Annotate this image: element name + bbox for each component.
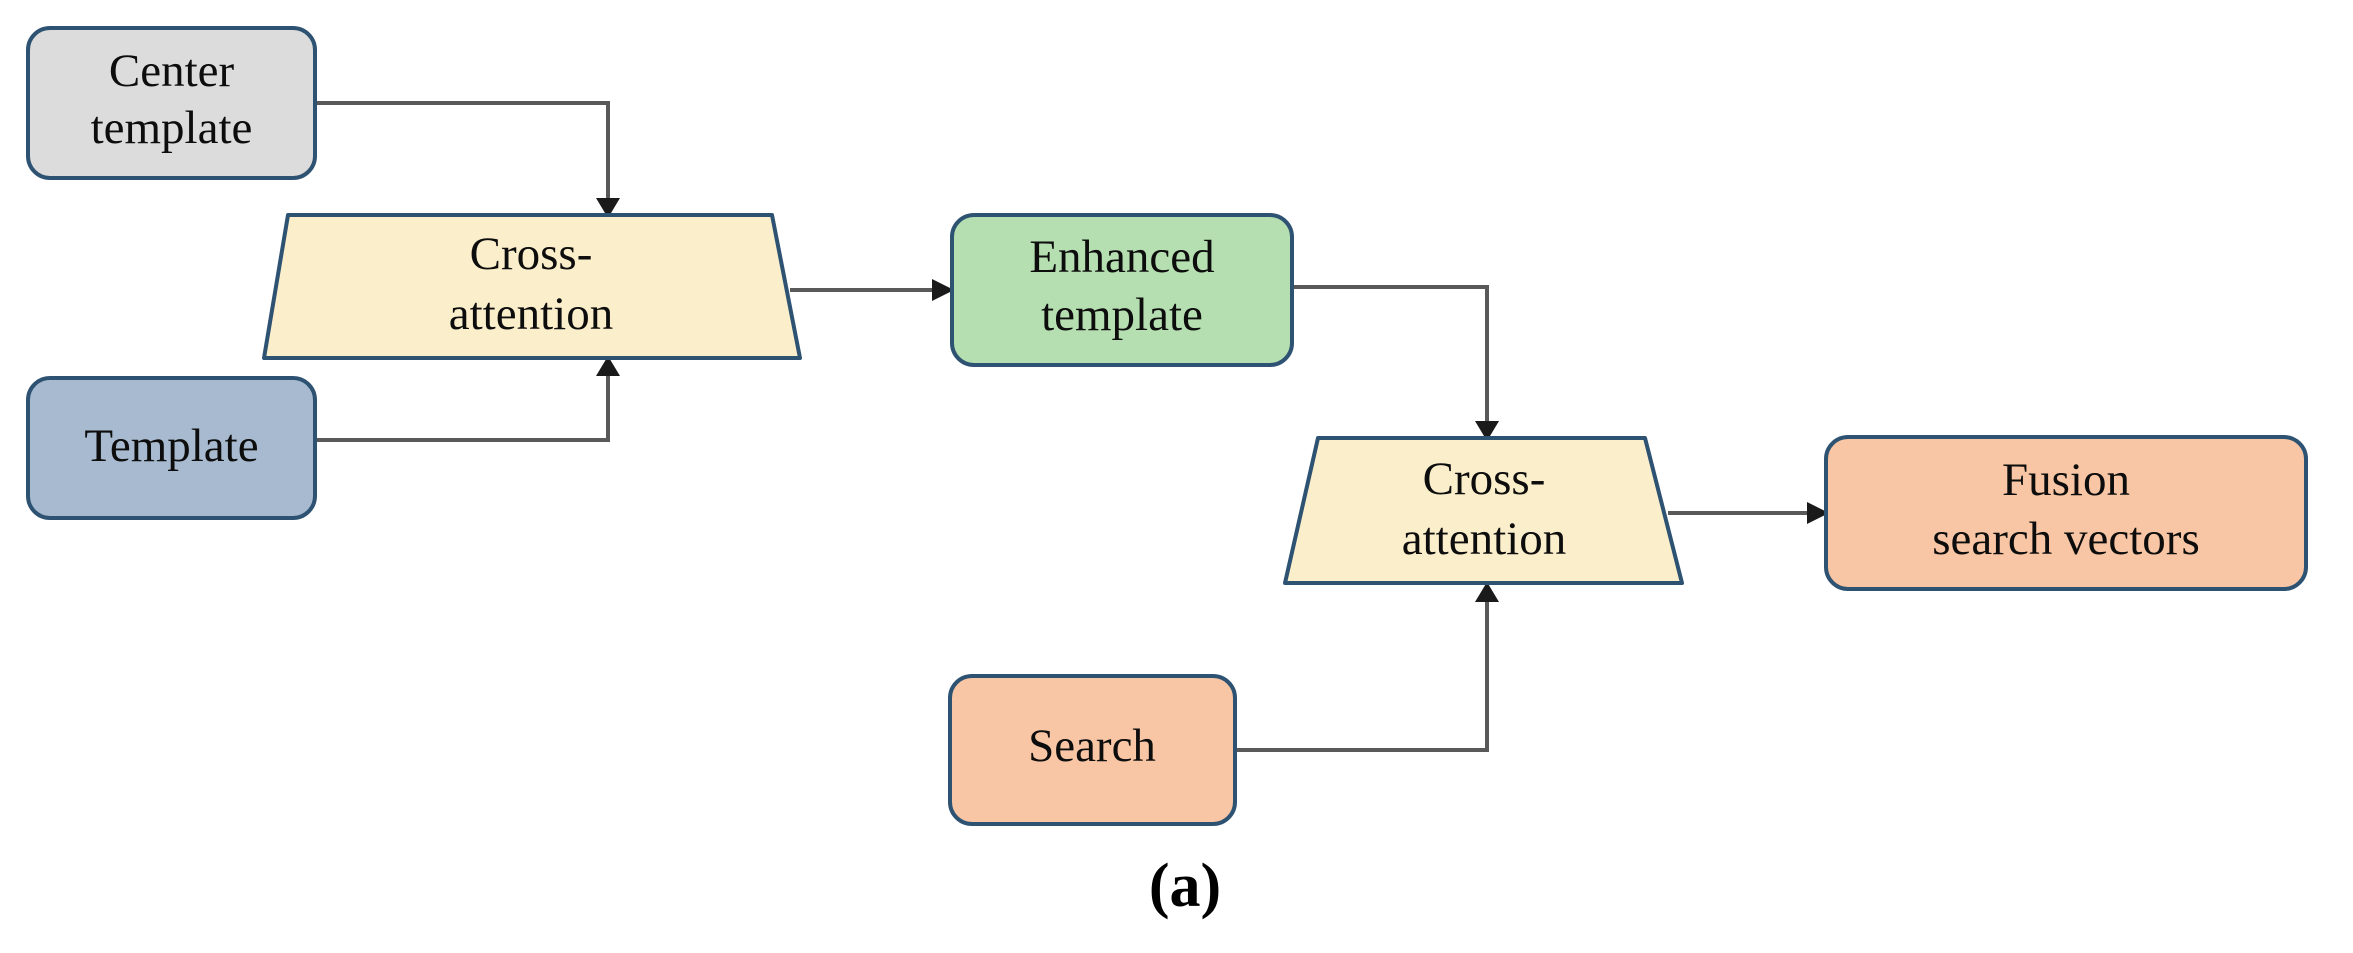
template-label: Template <box>84 420 258 472</box>
arrowhead-enhanced-to-cross2 <box>1475 421 1499 441</box>
connector-search-to-cross-attention-2 <box>1235 600 1489 752</box>
arrowhead-center-to-cross <box>596 198 620 218</box>
arrowhead-cross2-to-fusion <box>1807 502 1829 524</box>
arrowhead-search-to-cross2 <box>1475 582 1499 602</box>
cross-attention-template-shape[interactable] <box>262 213 802 360</box>
template-node[interactable]: Template <box>26 376 317 520</box>
center-template-label-line1: Center <box>109 45 235 97</box>
template-shape[interactable] <box>26 376 317 520</box>
enhanced-template-label-line2: template <box>1041 289 1203 341</box>
center-template-shape[interactable] <box>26 26 317 180</box>
fusion-search-vectors-shape[interactable] <box>1824 435 2308 591</box>
search-node[interactable]: Search <box>948 674 1237 826</box>
fusion-search-vectors-node[interactable]: Fusion search vectors <box>1824 435 2308 591</box>
fusion-search-vectors-label-line2: search vectors <box>1932 513 2200 565</box>
fusion-search-vectors-label-line1: Fusion <box>2002 454 2130 506</box>
search-shape[interactable] <box>948 674 1237 826</box>
arrowhead-cross-to-enhanced <box>932 279 954 301</box>
connector-layer <box>315 101 1829 752</box>
figure-caption: (a) <box>1149 852 1221 920</box>
cross-attention-search-shape[interactable] <box>1283 436 1684 585</box>
search-label: Search <box>1028 720 1156 772</box>
connector-center-template-to-cross-attention <box>315 101 610 200</box>
connector-template-to-cross-attention <box>315 374 610 442</box>
enhanced-template-shape[interactable] <box>950 213 1294 367</box>
arrowhead-template-to-cross <box>596 356 620 376</box>
enhanced-template-node[interactable]: Enhanced template <box>950 213 1294 367</box>
cross-attention-search-label-line2: attention <box>1402 513 1566 565</box>
cross-attention-template-node[interactable]: Cross- attention <box>262 213 802 360</box>
cross-attention-search-node[interactable]: Cross- attention <box>1283 436 1684 585</box>
center-template-label-line2: template <box>91 102 253 154</box>
cross-attention-template-label-line2: attention <box>449 288 613 340</box>
connector-enhanced-template-to-cross-attention-2 <box>1292 285 1489 423</box>
cross-attention-search-label-line1: Cross- <box>1423 453 1546 505</box>
cross-attention-template-label-line1: Cross- <box>470 228 593 280</box>
enhanced-template-label-line1: Enhanced <box>1029 231 1214 283</box>
center-template-node[interactable]: Center template <box>26 26 317 180</box>
